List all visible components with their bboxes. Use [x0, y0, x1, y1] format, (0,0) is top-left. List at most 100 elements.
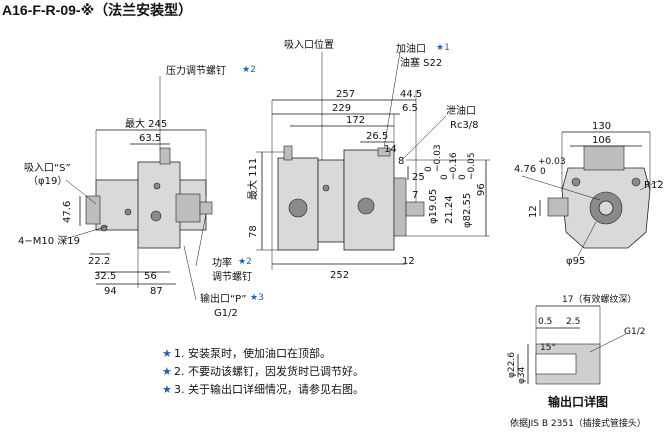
dim-172: 172: [346, 115, 365, 126]
dim-257: 257: [336, 89, 355, 100]
dim-r12: R12: [644, 180, 664, 191]
label-drain: 泄油口: [446, 104, 476, 117]
side-screw: [283, 145, 293, 161]
detail-caption: 依据JIS B 2351（插接式管接头）: [510, 417, 646, 429]
end-view: 130 106 4.76 +0.03 0 R12 12 φ95: [514, 121, 664, 267]
page-title: A16-F-R-09-※（法兰安装型）: [2, 2, 192, 18]
dim-87: 87: [150, 286, 163, 297]
label-suction-pos: 吸入口位置: [284, 38, 334, 51]
dim-22-2: 22.2: [88, 256, 110, 267]
dim-key-tol-top: 0: [440, 174, 450, 180]
dim-max111: 最大 111: [246, 158, 259, 200]
note-star-1: ★: [162, 347, 172, 360]
front-valve-block: [137, 161, 181, 249]
leader-line: [195, 213, 207, 267]
leader-line: [61, 225, 109, 241]
dim-8: 8: [398, 156, 404, 167]
notes: ★ 1. 安装泵时，使加油口在顶部。 ★ 2. 不要动该螺钉，因发货时已调节好。…: [162, 346, 364, 396]
end-bolt-hole: [631, 177, 641, 187]
dim-32-5: 32.5: [94, 271, 116, 282]
dim-0-5: 0.5: [538, 317, 552, 327]
note-3: 3. 关于输出口详细情况，请参见右图。: [174, 382, 364, 396]
front-hole-2: [124, 208, 132, 216]
star-mark: ★2: [242, 65, 256, 75]
label-bolt: 4−M10 深19: [18, 235, 80, 247]
dim-26-5: 26.5: [366, 131, 388, 142]
dim-shaft-tol-top: 0: [424, 166, 434, 172]
dim-34: φ34: [517, 366, 527, 384]
end-bolt-hole: [571, 177, 581, 187]
dim-25: 25: [412, 172, 425, 183]
leader-line: [639, 179, 661, 191]
dim-key-tol-top: +0.03: [538, 157, 566, 167]
front-view: 最大 245 63.5 47.6 22.2 32.5 56 94 87 压力调节…: [18, 64, 264, 319]
dim-78: 78: [248, 225, 259, 238]
note-2: 2. 不要动该螺钉，因发货时已调节好。: [174, 364, 364, 378]
dim-12-end: 12: [528, 205, 539, 218]
side-bolt: [322, 184, 330, 192]
end-shaft: [598, 200, 614, 216]
side-view: 257 44.5 229 6.5 172 26.5 14 8 25 7 最大 1…: [246, 38, 490, 281]
label-adjust-screw: 调节螺钉: [212, 271, 252, 283]
leader-line: [65, 179, 97, 205]
leader-line: [589, 333, 627, 353]
leader-line: [401, 115, 447, 161]
star-mark: ★3: [250, 293, 264, 303]
dim-252: 252: [330, 270, 349, 281]
note-1: 1. 安装泵时，使加油口在顶部。: [174, 346, 331, 360]
dim-14: 14: [384, 144, 397, 155]
dim-17: 17（有效螺纹深）: [562, 293, 636, 305]
end-top-block: [583, 145, 625, 171]
dim-bolt-circle: φ95: [566, 256, 585, 267]
dim-key-tol-bot: 0: [540, 167, 546, 177]
dim-94: 94: [104, 286, 117, 297]
label-drain-size: Rc3/8: [450, 120, 479, 131]
side-shaft: [405, 201, 425, 217]
dim-12: 12: [402, 256, 415, 267]
dim-56: 56: [144, 271, 157, 282]
dim-106: 106: [592, 135, 611, 146]
dim-key: 21.24: [444, 195, 455, 224]
front-hole-3: [153, 182, 161, 190]
note-star-2: ★: [162, 365, 172, 378]
front-adjust-cap: [199, 201, 213, 215]
star-mark: ★1: [436, 43, 450, 53]
dim-pilot-tol-bot: −0.05: [467, 152, 477, 180]
front-hole-1: [150, 210, 162, 222]
dim-7: 7: [412, 190, 418, 201]
dim-47-6: 47.6: [62, 201, 73, 223]
dim-63-5: 63.5: [139, 133, 161, 144]
label-outlet-port: 输出口“P”: [200, 292, 247, 305]
label-plug: 油塞 S22: [400, 56, 442, 69]
label-suction-size: （φ19）: [28, 175, 67, 187]
side-detail: [357, 197, 375, 215]
leader-line: [183, 245, 197, 301]
dim-key-tol-bot: −0.16: [449, 152, 459, 180]
dim-6-5: 6.5: [402, 103, 418, 114]
dim-shaft-tol-bot: −0.03: [433, 144, 443, 172]
dim-angle: 15°: [540, 343, 556, 353]
dim-2-5: 2.5: [566, 317, 580, 327]
dim-thread: G1/2: [624, 327, 645, 337]
dim-pilot: φ82.55: [462, 193, 473, 228]
dim-96: 96: [476, 183, 487, 196]
side-suction-port: [288, 198, 308, 218]
dim-shaft: φ19.05: [428, 189, 439, 224]
dim-130: 130: [592, 121, 611, 132]
front-suction-flange: [85, 195, 101, 225]
dim-pilot-tol-top: 0: [458, 174, 468, 180]
label-fill-port: 加油口: [396, 42, 426, 55]
star-mark: ★2: [238, 257, 252, 267]
side-flange: [393, 177, 407, 237]
label-outlet-size: G1/2: [214, 308, 238, 319]
front-compensator: [175, 193, 201, 223]
leader-line: [521, 175, 601, 201]
note-star-3: ★: [162, 383, 172, 396]
side-front-cover: [317, 159, 345, 243]
end-side-block: [547, 197, 569, 217]
outlet-detail: 17（有效螺纹深） 0.5 2.5 G1/2 15° φ34 φ22.6 输出口…: [507, 293, 646, 429]
dim-key-width: 4.76: [514, 164, 536, 175]
detail-bore: [535, 353, 577, 375]
dim-229: 229: [332, 103, 351, 114]
